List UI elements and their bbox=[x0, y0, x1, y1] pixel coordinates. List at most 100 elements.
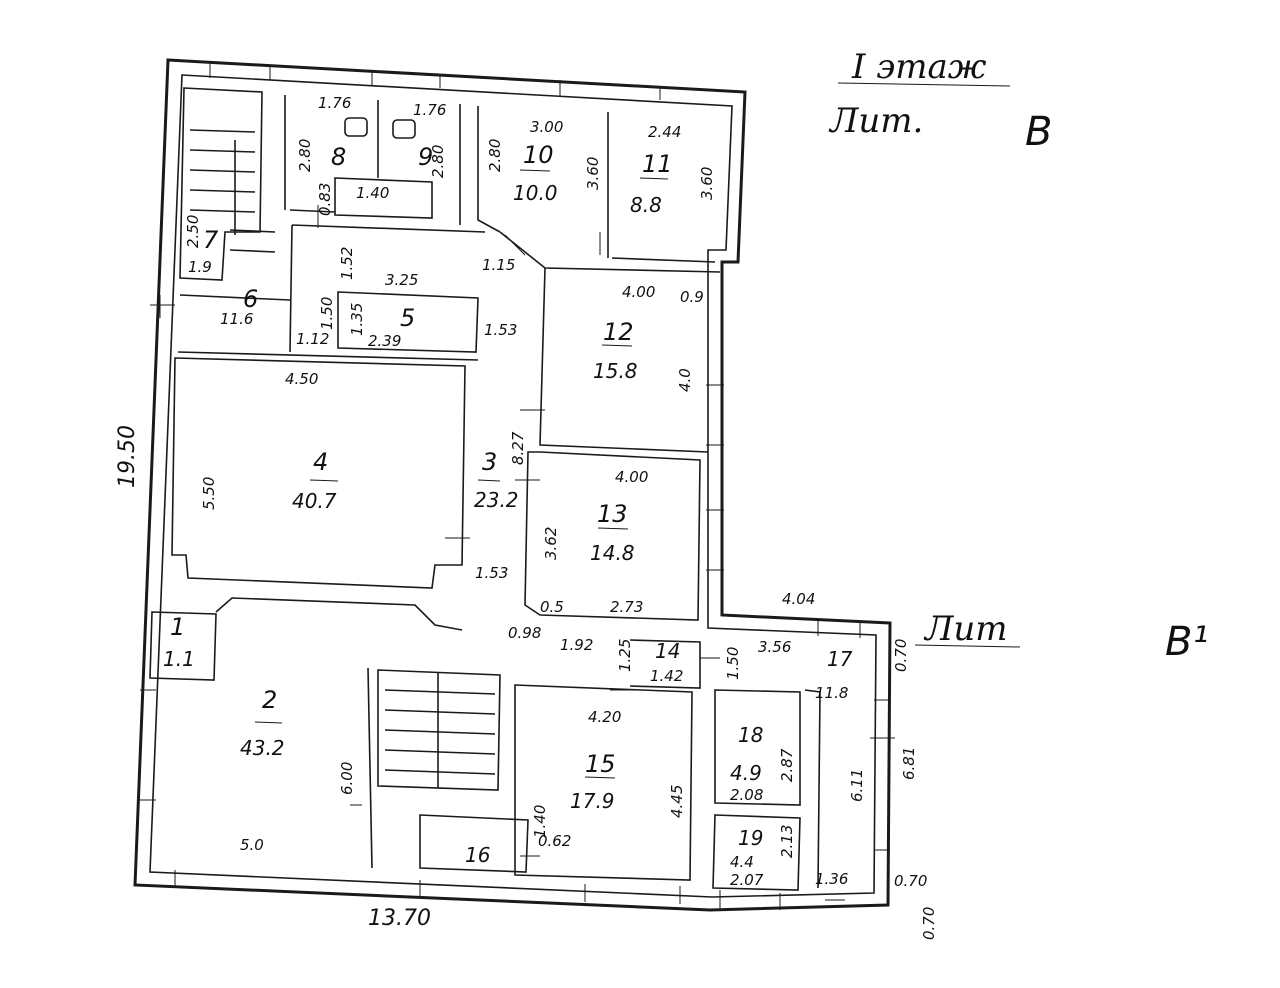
room-13-number: 13 bbox=[597, 500, 628, 528]
room-16-number: 16 bbox=[465, 843, 490, 867]
dim-3-56: 3.56 bbox=[758, 638, 791, 656]
dim-3-60-a: 3.60 bbox=[584, 157, 602, 190]
door-marks bbox=[150, 205, 895, 901]
dim-6-00: 6.00 bbox=[338, 762, 356, 795]
dim-1-76-a: 1.76 bbox=[318, 94, 351, 112]
room-3-number: 3 bbox=[482, 448, 497, 476]
dim-2-44: 2.44 bbox=[648, 123, 681, 141]
room-labels: 1 1.1 2 43.2 3 23.2 4 40.7 5 6 11.6 7 1.… bbox=[163, 141, 853, 871]
room-15-area: 17.9 bbox=[570, 789, 615, 813]
dim-2-50: 2.50 bbox=[184, 215, 202, 248]
room-1-area: 1.1 bbox=[163, 647, 195, 671]
dim-1-53-a: 1.53 bbox=[484, 321, 517, 339]
interior-walls bbox=[149, 87, 821, 891]
dim-2-80-b: 2.80 bbox=[429, 145, 447, 178]
room-12-number: 12 bbox=[603, 318, 634, 346]
room-6-area: 11.6 bbox=[220, 310, 253, 328]
room-4-number: 4 bbox=[313, 448, 328, 476]
room-10-area: 10.0 bbox=[513, 181, 558, 205]
annex-underline bbox=[914, 644, 1021, 648]
dim-2-08: 2.08 bbox=[730, 786, 763, 804]
dim-1-40-b: 1.40 bbox=[531, 805, 549, 838]
dim-1-25: 1.25 bbox=[616, 639, 634, 672]
stairs-upper bbox=[189, 129, 276, 253]
dim-2-39: 2.39 bbox=[368, 332, 401, 350]
dim-3-60-b: 3.60 bbox=[698, 167, 716, 200]
dim-0-83: 0.83 bbox=[316, 183, 334, 216]
dim-1-52: 1.52 bbox=[338, 247, 356, 280]
dim-0-70-c: 0.70 bbox=[920, 907, 938, 940]
dim-8-27: 8.27 bbox=[509, 431, 527, 465]
lit-label: Лит. bbox=[828, 101, 923, 141]
room-17-number: 17 bbox=[827, 647, 853, 671]
room-17-area: 11.8 bbox=[815, 684, 848, 702]
annex-label: Лит bbox=[923, 609, 1008, 649]
room-8-number: 8 bbox=[331, 143, 346, 171]
dim-6-11: 6.11 bbox=[848, 769, 866, 802]
dim-1-76-b: 1.76 bbox=[413, 101, 446, 119]
room-19-number: 19 bbox=[738, 826, 763, 850]
stairs-lower bbox=[384, 672, 496, 788]
room-10-number: 10 bbox=[523, 141, 554, 169]
dim-4-00-a: 4.00 bbox=[622, 283, 655, 301]
room-11-area: 8.8 bbox=[630, 193, 662, 217]
room-7-number: 7 bbox=[203, 226, 219, 254]
dim-0-5: 0.5 bbox=[540, 598, 564, 616]
room-1-number: 1 bbox=[170, 613, 185, 641]
room-19-area: 4.4 bbox=[730, 853, 754, 871]
room-18-area: 4.9 bbox=[730, 761, 762, 785]
room-7-area: 1.9 bbox=[188, 258, 212, 276]
dim-4-04: 4.04 bbox=[782, 590, 815, 608]
dim-1-92: 1.92 bbox=[560, 636, 593, 654]
dim-2-73: 2.73 bbox=[610, 598, 643, 616]
dim-1-40: 1.40 bbox=[356, 184, 389, 202]
room-12-area: 15.8 bbox=[593, 359, 638, 383]
dim-4-45: 4.45 bbox=[668, 785, 686, 818]
dim-4-50: 4.50 bbox=[285, 370, 318, 388]
dim-5-50: 5.50 bbox=[200, 477, 218, 510]
dim-5-0: 5.0 bbox=[240, 836, 264, 854]
dim-4-20: 4.20 bbox=[588, 708, 621, 726]
annex-value: В¹ bbox=[1165, 619, 1208, 665]
room-15-number: 15 bbox=[585, 750, 616, 778]
floor-underline bbox=[837, 82, 1011, 87]
room-14-number: 14 bbox=[655, 639, 680, 663]
outer-walls bbox=[133, 58, 892, 912]
dim-1-35: 1.35 bbox=[348, 303, 366, 336]
room-2-area: 43.2 bbox=[240, 736, 285, 760]
room-5-number: 5 bbox=[400, 304, 415, 332]
lit-value: В bbox=[1025, 109, 1052, 155]
dim-1-50: 1.50 bbox=[318, 297, 336, 330]
room-18-number: 18 bbox=[738, 723, 763, 747]
dim-2-07: 2.07 bbox=[730, 871, 764, 889]
dim-6-81: 6.81 bbox=[900, 747, 918, 780]
dim-2-87: 2.87 bbox=[778, 748, 796, 782]
dim-19-50: 19.50 bbox=[115, 425, 140, 488]
dim-0-70-b: 0.70 bbox=[894, 872, 927, 890]
room-underlines bbox=[254, 169, 669, 779]
dim-1-53-b: 1.53 bbox=[475, 564, 508, 582]
room-4-area: 40.7 bbox=[292, 489, 337, 513]
dim-1-15: 1.15 bbox=[482, 256, 515, 274]
window-marks bbox=[140, 62, 890, 910]
dim-0-70-a: 0.70 bbox=[892, 639, 910, 672]
floor-label: I этаж bbox=[851, 47, 987, 87]
dim-3-00: 3.00 bbox=[530, 118, 563, 136]
dim-13-70: 13.70 bbox=[368, 906, 431, 931]
room-3-area: 23.2 bbox=[474, 488, 519, 512]
dim-1-50-b: 1.50 bbox=[724, 647, 742, 680]
dim-2-80-c: 2.80 bbox=[486, 139, 504, 172]
dim-1-36: 1.36 bbox=[815, 870, 848, 888]
dim-2-80-a: 2.80 bbox=[296, 139, 314, 172]
room-9-number: 9 bbox=[418, 143, 433, 171]
dim-2-13: 2.13 bbox=[778, 825, 796, 858]
dim-0-62: 0.62 bbox=[538, 832, 571, 850]
room-11-number: 11 bbox=[642, 150, 673, 178]
dim-3-25: 3.25 bbox=[385, 271, 418, 289]
dim-4-0: 4.0 bbox=[676, 368, 694, 392]
dim-4-00-b: 4.00 bbox=[615, 468, 648, 486]
room-14-area: 1.42 bbox=[650, 667, 683, 685]
room-2-number: 2 bbox=[262, 686, 277, 714]
dim-3-62: 3.62 bbox=[542, 527, 560, 560]
